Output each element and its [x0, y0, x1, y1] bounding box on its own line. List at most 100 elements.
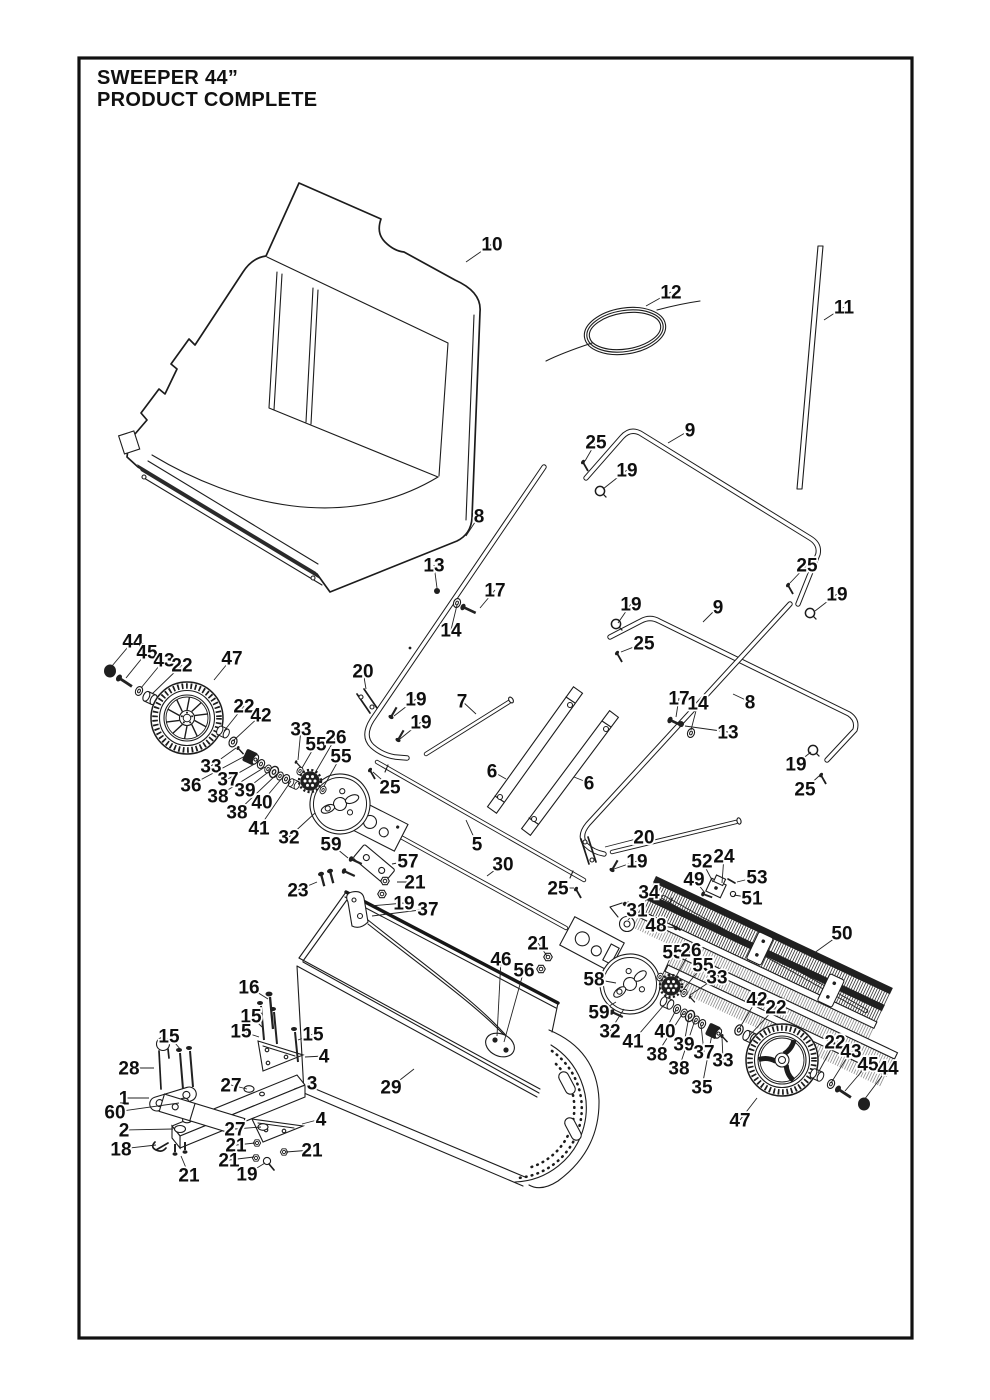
callout-50: 50 — [831, 924, 852, 945]
callout-leader-32 — [288, 812, 316, 838]
callout-20: 20 — [633, 828, 654, 849]
callout-leader-19 — [613, 860, 638, 870]
cable-loop-12 — [545, 300, 701, 362]
callout-18: 18 — [110, 1140, 131, 1161]
callout-leader-36 — [190, 754, 248, 786]
idler-31 — [609, 901, 640, 933]
callout-19: 19 — [626, 852, 647, 873]
tube-5 — [365, 759, 587, 899]
bolts-15-right — [257, 1001, 299, 1063]
callout-21: 21 — [301, 1141, 323, 1162]
callout-leader-47 — [213, 657, 233, 681]
callout-22: 22 — [765, 998, 786, 1019]
callout-28: 28 — [118, 1059, 139, 1080]
callout-38: 38 — [207, 787, 228, 808]
callout-47: 47 — [221, 649, 242, 670]
callout-leader-15 — [250, 1015, 263, 1028]
callout-leader-18 — [120, 1144, 157, 1150]
callout-leader-53 — [736, 876, 758, 883]
callout-leader-37 — [227, 761, 259, 780]
callout-19: 19 — [236, 1165, 257, 1186]
callout-42: 42 — [250, 706, 271, 727]
callout-53: 53 — [746, 868, 767, 889]
callout-leader-43 — [140, 659, 165, 689]
callout-27: 27 — [224, 1120, 245, 1141]
callout-40: 40 — [654, 1022, 675, 1043]
callout-9: 9 — [685, 421, 696, 442]
callout-leader-44 — [863, 1067, 889, 1101]
callout-leader-34 — [648, 891, 664, 898]
callout-21: 21 — [218, 1151, 240, 1172]
callout-27: 27 — [220, 1076, 241, 1097]
callout-19: 19 — [410, 713, 431, 734]
callout-39: 39 — [234, 781, 255, 802]
callout-leader-23 — [297, 881, 318, 891]
callout-38: 38 — [668, 1059, 689, 1080]
callout-57: 57 — [397, 852, 418, 873]
callout-leader-48 — [655, 924, 676, 929]
callout-5: 5 — [472, 835, 483, 856]
callout-14: 14 — [440, 621, 462, 642]
callout-leader-44 — [111, 640, 134, 667]
callout-47: 47 — [729, 1111, 750, 1132]
callout-16: 16 — [238, 978, 259, 999]
callout-55: 55 — [305, 735, 327, 756]
callout-leader-29 — [390, 1068, 415, 1088]
callout-17: 17 — [668, 689, 689, 710]
callout-leader-43 — [830, 1050, 852, 1084]
callout-leader-38 — [236, 773, 278, 813]
callout-leader-42 — [232, 714, 262, 742]
callout-26: 26 — [680, 941, 701, 962]
callout-leader-49 — [693, 878, 706, 894]
callout-15: 15 — [302, 1025, 324, 1046]
callout-leader-33 — [210, 747, 237, 767]
callout-leader-25 — [620, 642, 645, 653]
clamp-52-24 — [699, 874, 737, 901]
callout-leader-32 — [609, 1008, 625, 1032]
callout-15: 15 — [230, 1022, 252, 1043]
callout-leader-2 — [123, 1128, 174, 1131]
clip-18 — [151, 1141, 169, 1152]
callout-leader-15 — [240, 1030, 260, 1038]
callout-leader-37 — [700, 1024, 705, 1053]
callout-leader-4 — [304, 1055, 325, 1058]
callout-8: 8 — [745, 693, 756, 714]
callout-leader-6 — [573, 776, 590, 784]
callout-leader-59 — [598, 1001, 617, 1013]
callout-26: 26 — [325, 728, 346, 749]
callout-13: 13 — [423, 556, 444, 577]
callout-leader-45 — [125, 651, 148, 679]
callout-leader-9 — [702, 606, 719, 623]
handle-9-lower — [607, 615, 859, 785]
hitch-assembly — [149, 991, 306, 1171]
callout-10: 10 — [481, 235, 502, 256]
callout-3: 3 — [307, 1074, 318, 1095]
callout-leader-55 — [323, 755, 342, 787]
callout-leader-15 — [168, 1035, 182, 1051]
callout-leader-17 — [479, 589, 496, 609]
callout-51: 51 — [741, 889, 763, 910]
callout-35: 35 — [691, 1078, 713, 1099]
hopper-lip — [137, 464, 320, 579]
callout-leader-9 — [667, 429, 691, 444]
axle-plate — [158, 1093, 246, 1137]
callout-19: 19 — [393, 894, 414, 915]
callout-44: 44 — [122, 632, 144, 653]
callout-leader-24 — [721, 855, 725, 884]
callout-leader-26 — [314, 736, 337, 774]
callout-leader-19 — [399, 721, 422, 740]
callout-leader-50 — [809, 932, 843, 957]
callout-leader-21 — [180, 1155, 190, 1176]
callout-leader-14 — [450, 604, 458, 631]
callout-leader-13 — [433, 564, 438, 589]
callout-leader-25 — [789, 564, 808, 584]
callout-leader-55 — [682, 964, 704, 991]
callout-leader-33 — [297, 728, 302, 761]
callout-38: 38 — [646, 1045, 667, 1066]
callout-leader-22 — [817, 1041, 836, 1074]
callout-leader-22 — [223, 705, 245, 732]
rod-11 — [796, 245, 824, 490]
callout-24: 24 — [713, 847, 735, 868]
callout-21: 21 — [178, 1166, 200, 1187]
callout-leader-3 — [293, 1082, 313, 1090]
